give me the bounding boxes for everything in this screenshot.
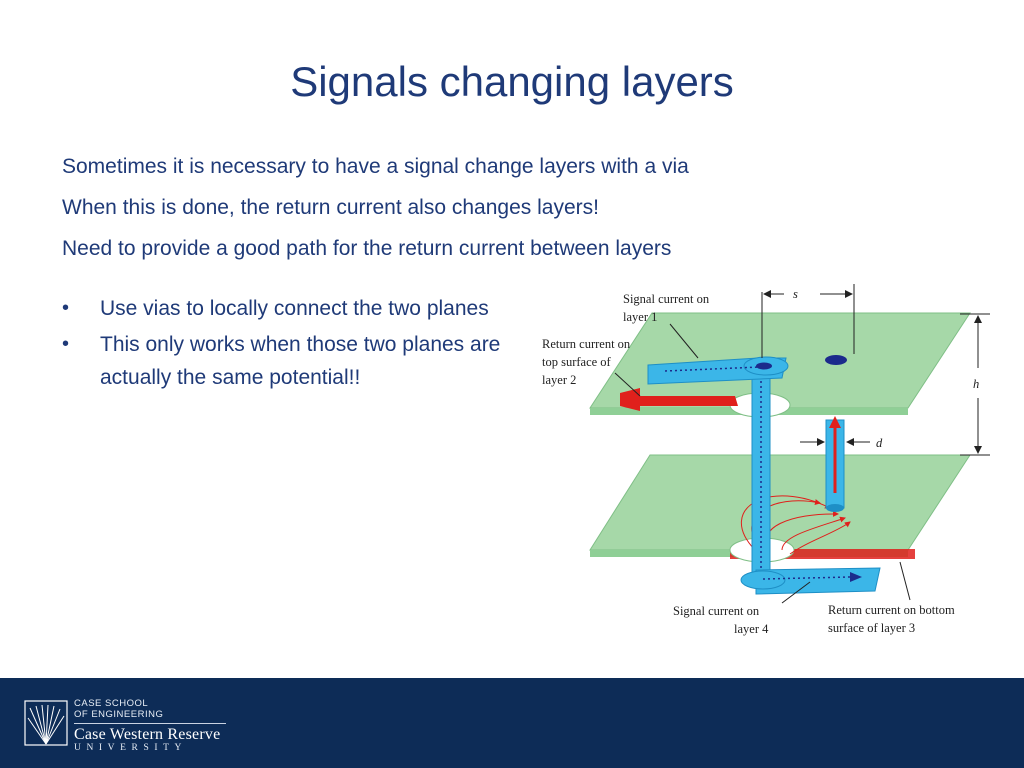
slide-title: Signals changing layers [290,58,734,105]
dimension-s [761,284,855,358]
bullet-text: This only works when those two planes ar… [100,333,501,389]
bullet-list: • Use vias to locally connect the two pl… [62,292,512,397]
intro-text: Sometimes it is necessary to have a sign… [62,146,689,269]
intro-line-2: When this is done, the return current al… [62,196,599,219]
label-d: d [876,436,883,450]
leader-signal-layer4 [781,581,811,604]
school-name-line2: OF ENGINEERING [74,709,164,720]
university-subtitle: UNIVERSITY [74,743,187,753]
via-return-current-diagram: s h d Signal current on layer 1 Return c… [520,278,1000,648]
label-signal-layer4-a: Signal current on [673,604,760,618]
leader-signal-layer1 [669,323,699,359]
university-logo-icon [24,700,68,746]
intro-line-3: Need to provide a good path for the retu… [62,237,672,260]
label-return-top-c: layer 2 [542,373,576,387]
leader-return-bottom [899,561,911,601]
university-wordmark: CASE SCHOOL OF ENGINEERING Case Western … [74,698,226,754]
bullet-item-vias: • Use vias to locally connect the two pl… [62,292,512,325]
label-signal-layer1-b: layer 1 [623,310,657,324]
top-trace [647,356,789,385]
label-return-bottom-a: Return current on bottom [828,603,955,617]
label-s: s [793,287,798,301]
label-signal-layer1-a: Signal current on [623,292,710,306]
return-arrow-head [620,388,640,411]
label-h: h [973,377,979,391]
bullet-dot: • [62,333,70,355]
bullet-text: Use vias to locally connect the two plan… [100,297,489,320]
diagram-svg: s h d Signal current on layer 1 Return c… [542,284,990,636]
dimension-h [960,313,990,456]
bottom-trace [740,567,881,595]
lower-plane [589,454,971,563]
bullet-dot: • [62,297,70,319]
bullet-item-same-potential: • This only works when those two planes … [62,328,512,394]
ground-via-pad [825,355,847,365]
university-name: Case Western Reserve [74,726,221,743]
label-return-top-a: Return current on [542,337,631,351]
footer-bar: CASE SCHOOL OF ENGINEERING Case Western … [0,678,1024,768]
label-signal-layer4-b: layer 4 [734,622,769,636]
leader-return-top [614,372,641,397]
intro-line-1: Sometimes it is necessary to have a sign… [62,155,689,178]
ground-via [825,416,845,512]
school-name-line1: CASE SCHOOL [74,698,149,709]
wordmark-divider [74,723,226,724]
signal-via [751,367,771,579]
label-return-top-b: top surface of [542,355,612,369]
label-return-bottom-b: surface of layer 3 [828,621,915,635]
